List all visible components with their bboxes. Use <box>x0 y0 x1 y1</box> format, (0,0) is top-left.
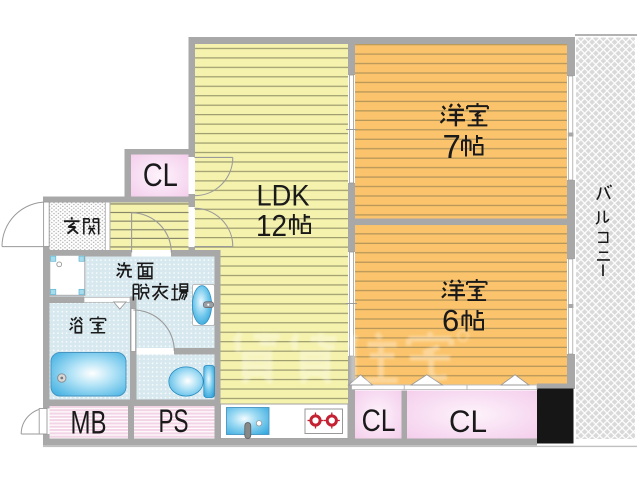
svg-text:PS: PS <box>159 403 189 439</box>
svg-text:LDK: LDK <box>257 180 310 213</box>
svg-text:CL: CL <box>143 157 178 193</box>
svg-text:12: 12 <box>256 208 287 243</box>
svg-text:CL: CL <box>449 403 487 439</box>
svg-text:6: 6 <box>442 303 459 338</box>
svg-text:7: 7 <box>443 128 461 165</box>
svg-text:CL: CL <box>362 402 396 438</box>
svg-text:MB: MB <box>71 405 107 441</box>
